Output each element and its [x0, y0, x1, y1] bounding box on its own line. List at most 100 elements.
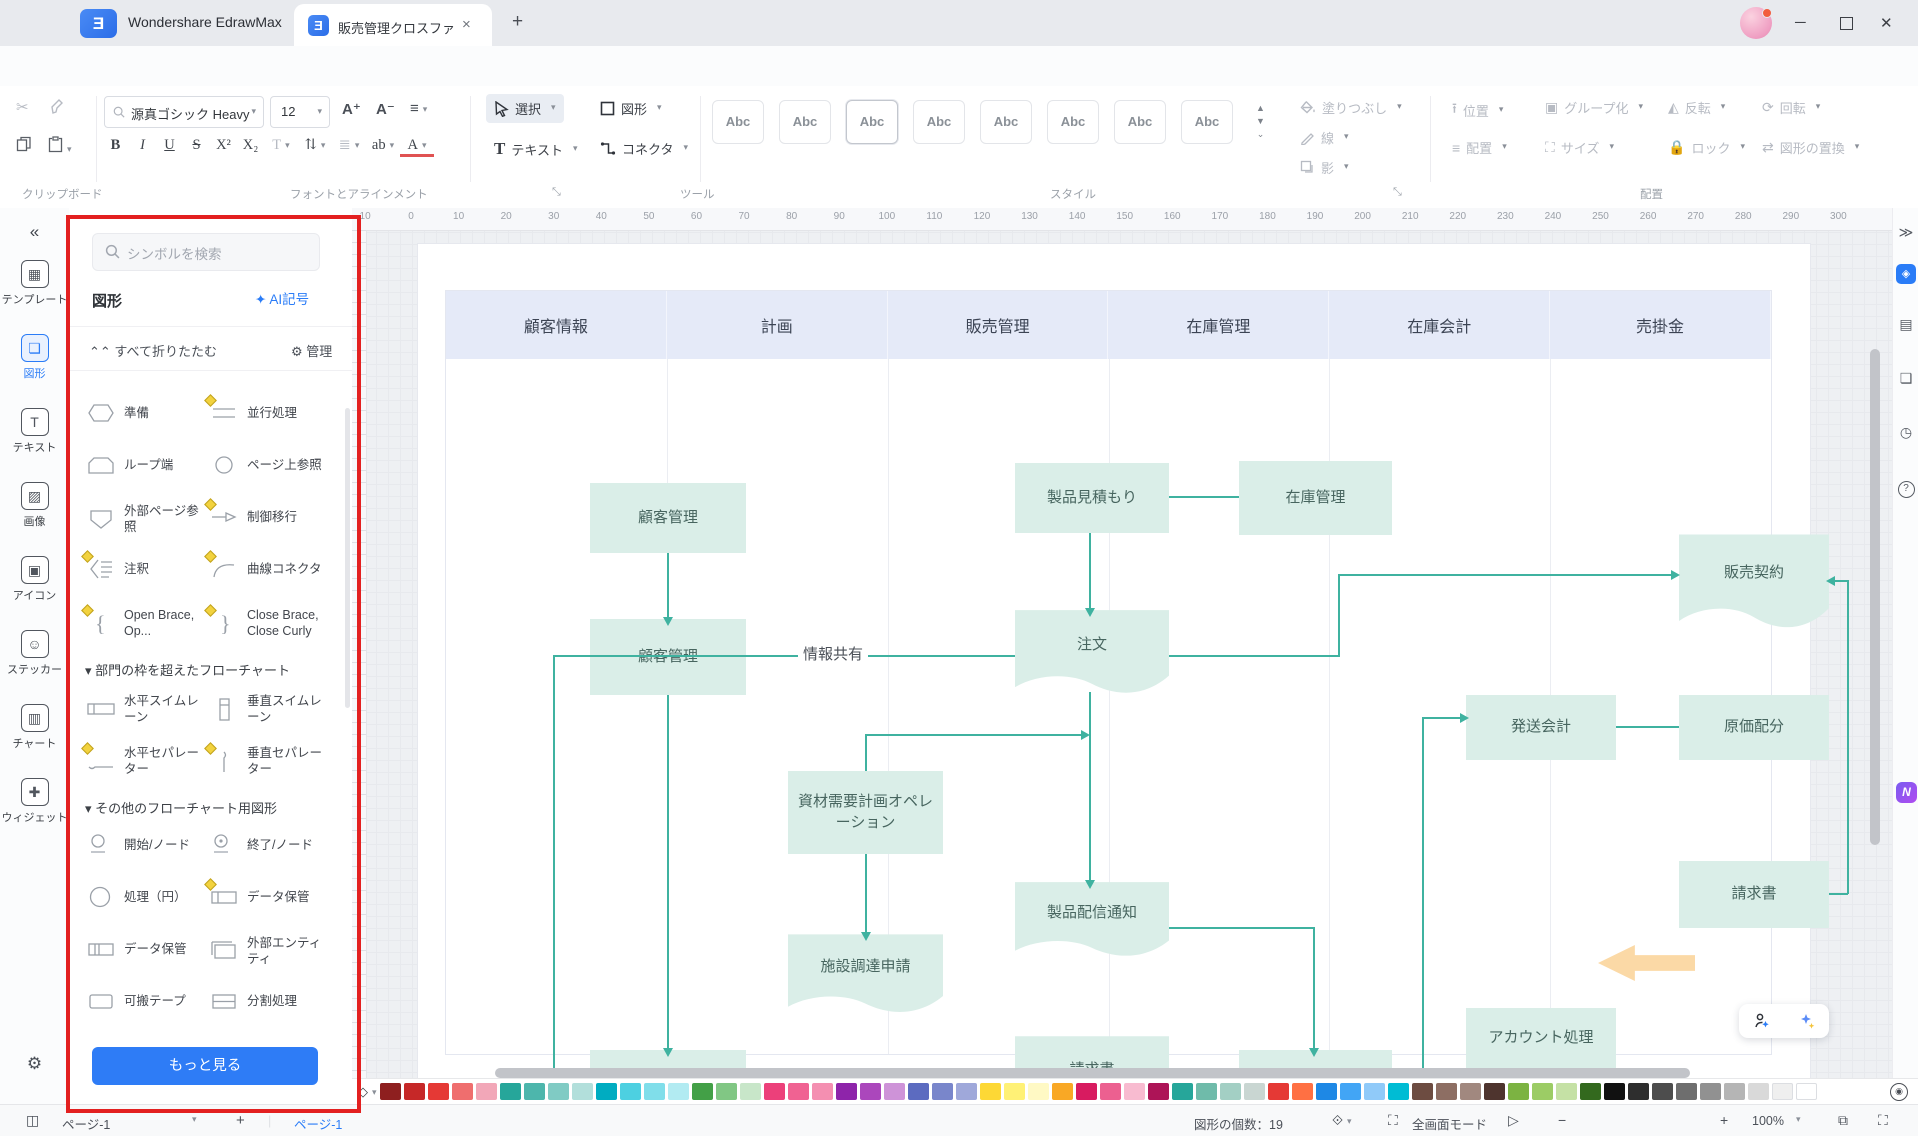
color-swatch[interactable]: [932, 1083, 953, 1100]
color-swatch[interactable]: [1292, 1083, 1313, 1100]
help-panel-icon[interactable]: ?: [1896, 478, 1916, 498]
ai-logo-icon[interactable]: N: [1896, 782, 1917, 803]
symbol-開始/ノード[interactable]: 開始/ノード: [85, 832, 203, 860]
flow-node-顧客管理[interactable]: 顧客管理: [590, 483, 746, 553]
symbol-処理（円）[interactable]: 処理（円）: [85, 884, 203, 912]
color-swatch[interactable]: [428, 1083, 449, 1100]
history-icon[interactable]: ◷: [1899, 424, 1913, 440]
color-swatch[interactable]: [1604, 1083, 1625, 1100]
symbol-外部ページ参照[interactable]: 外部ページ参照: [85, 504, 203, 535]
color-swatch[interactable]: [1772, 1083, 1793, 1100]
symbol-水平セパレーター[interactable]: 水平セパレーター: [81, 741, 203, 777]
font-size-select[interactable]: 12 ▾: [270, 96, 330, 128]
color-swatch[interactable]: [476, 1083, 497, 1100]
page-panel-icon[interactable]: ◫: [26, 1112, 40, 1128]
color-swatch[interactable]: [1340, 1083, 1361, 1100]
arrange-グループ化-button[interactable]: ▣グループ化▾: [1545, 99, 1643, 116]
format-bold-button[interactable]: B: [110, 137, 121, 153]
user-avatar[interactable]: [1740, 7, 1772, 39]
connector-segment[interactable]: [1313, 927, 1315, 1050]
text-align-icon[interactable]: ≡▾: [410, 100, 428, 117]
flow-node-施設調達申請[interactable]: 施設調達申請: [788, 934, 943, 1012]
style-preset-3[interactable]: Abc: [846, 100, 898, 144]
color-swatch[interactable]: [1700, 1083, 1721, 1100]
color-swatch[interactable]: [1676, 1083, 1697, 1100]
fill-button[interactable]: 塗りつぶし▾: [1300, 98, 1402, 117]
paste-icon[interactable]: ▾: [48, 136, 72, 157]
comment-icon[interactable]: ❏: [1899, 370, 1913, 386]
ai-assistant-button[interactable]: [1739, 1004, 1784, 1038]
layers-icon[interactable]: ⟐▾: [1332, 1112, 1352, 1128]
collapse-panel-icon[interactable]: «: [29, 222, 40, 241]
color-swatch[interactable]: [692, 1083, 713, 1100]
fullscreen-label[interactable]: 全画面モード: [1412, 1118, 1488, 1132]
zoom-in-icon[interactable]: +: [1720, 1112, 1729, 1128]
new-tab-button[interactable]: +: [512, 11, 524, 32]
connector-segment[interactable]: [865, 854, 867, 934]
format-text-style-button[interactable]: T▾: [272, 137, 290, 153]
fullscreen-icon[interactable]: ⛶: [1388, 1112, 1398, 1128]
color-swatch[interactable]: [500, 1083, 521, 1100]
style-preset-2[interactable]: Abc: [779, 100, 831, 144]
connector-segment[interactable]: [553, 655, 555, 1078]
symbol-search-input[interactable]: シンボルを検索: [92, 233, 320, 271]
color-swatch[interactable]: [956, 1083, 977, 1100]
flow-node-製品見積もり[interactable]: 製品見積もり: [1015, 463, 1169, 533]
color-swatch[interactable]: [836, 1083, 857, 1100]
connector-segment[interactable]: [1422, 717, 1462, 719]
style-gallery-scroll[interactable]: ▲▼⌄: [1256, 103, 1265, 139]
zoom-value[interactable]: 100%: [1752, 1114, 1784, 1128]
section-header[interactable]: ▾ その他のフローチャート用図形: [85, 801, 278, 816]
color-swatch[interactable]: [572, 1083, 593, 1100]
connector-segment[interactable]: [1089, 533, 1091, 610]
color-swatch[interactable]: [1580, 1083, 1601, 1100]
flow-node-請求書[interactable]: 請求書: [1679, 861, 1829, 928]
fit-page-icon[interactable]: ⛶: [1878, 1112, 1888, 1128]
copy-icon[interactable]: [16, 136, 32, 152]
color-swatch[interactable]: [644, 1083, 665, 1100]
color-swatch[interactable]: [1316, 1083, 1337, 1100]
horizontal-scrollbar[interactable]: [495, 1068, 1690, 1078]
line-button[interactable]: 線▾: [1300, 128, 1349, 147]
color-swatch[interactable]: [1748, 1083, 1769, 1100]
color-swatch[interactable]: [1196, 1083, 1217, 1100]
color-swatch[interactable]: [1388, 1083, 1409, 1100]
ai-magic-button[interactable]: [1784, 1004, 1829, 1038]
overview-icon[interactable]: ⧉: [1838, 1112, 1848, 1128]
connector-segment[interactable]: [1169, 496, 1239, 498]
color-swatch[interactable]: [596, 1083, 617, 1100]
connector-tool-button[interactable]: コネクタ▾: [592, 134, 696, 163]
connector-segment[interactable]: [1338, 574, 1673, 576]
flow-node-発送会計[interactable]: 発送会計: [1466, 695, 1616, 760]
symbol-並行処理[interactable]: 並行処理: [204, 394, 326, 428]
tab-close-icon[interactable]: ×: [462, 16, 471, 33]
color-swatch[interactable]: [1220, 1083, 1241, 1100]
symbol-曲線コネクタ[interactable]: 曲線コネクタ: [204, 550, 326, 584]
format-subscript-button[interactable]: X₂: [242, 137, 259, 153]
flow-node-在庫管理[interactable]: 在庫管理: [1239, 461, 1392, 535]
style-preset-1[interactable]: Abc: [712, 100, 764, 144]
arrange-反転-button[interactable]: ◭反転▾: [1668, 99, 1726, 116]
connector-segment[interactable]: [1089, 692, 1091, 882]
format-superscript-button[interactable]: X²: [216, 137, 231, 153]
style-group-expand-icon[interactable]: ⤡: [1393, 186, 1402, 198]
flow-node-製品配信通知[interactable]: 製品配信通知: [1015, 882, 1169, 956]
ai-symbol-link[interactable]: ✦ AI記号: [255, 292, 310, 307]
color-swatch[interactable]: [1100, 1083, 1121, 1100]
color-swatch[interactable]: [1628, 1083, 1649, 1100]
add-page-button[interactable]: +: [236, 1112, 245, 1129]
connector-segment[interactable]: [667, 553, 669, 619]
format-line-spacing-button[interactable]: ⇅▾: [304, 137, 326, 153]
format-italic-button[interactable]: I: [140, 137, 145, 153]
section-header[interactable]: ▾ 部門の枠を超えたフローチャート: [85, 663, 291, 678]
color-swatch[interactable]: [1124, 1083, 1145, 1100]
connector-segment[interactable]: [1169, 927, 1314, 929]
panel-scrollbar[interactable]: [345, 408, 350, 708]
color-swatch[interactable]: [1052, 1083, 1073, 1100]
shape-tool-button[interactable]: 図形▾: [592, 94, 670, 123]
page-setup-icon[interactable]: ▤: [1899, 316, 1913, 332]
symbol-データ保管[interactable]: データ保管: [204, 878, 326, 912]
symbol-データ保管[interactable]: データ保管: [85, 936, 203, 964]
